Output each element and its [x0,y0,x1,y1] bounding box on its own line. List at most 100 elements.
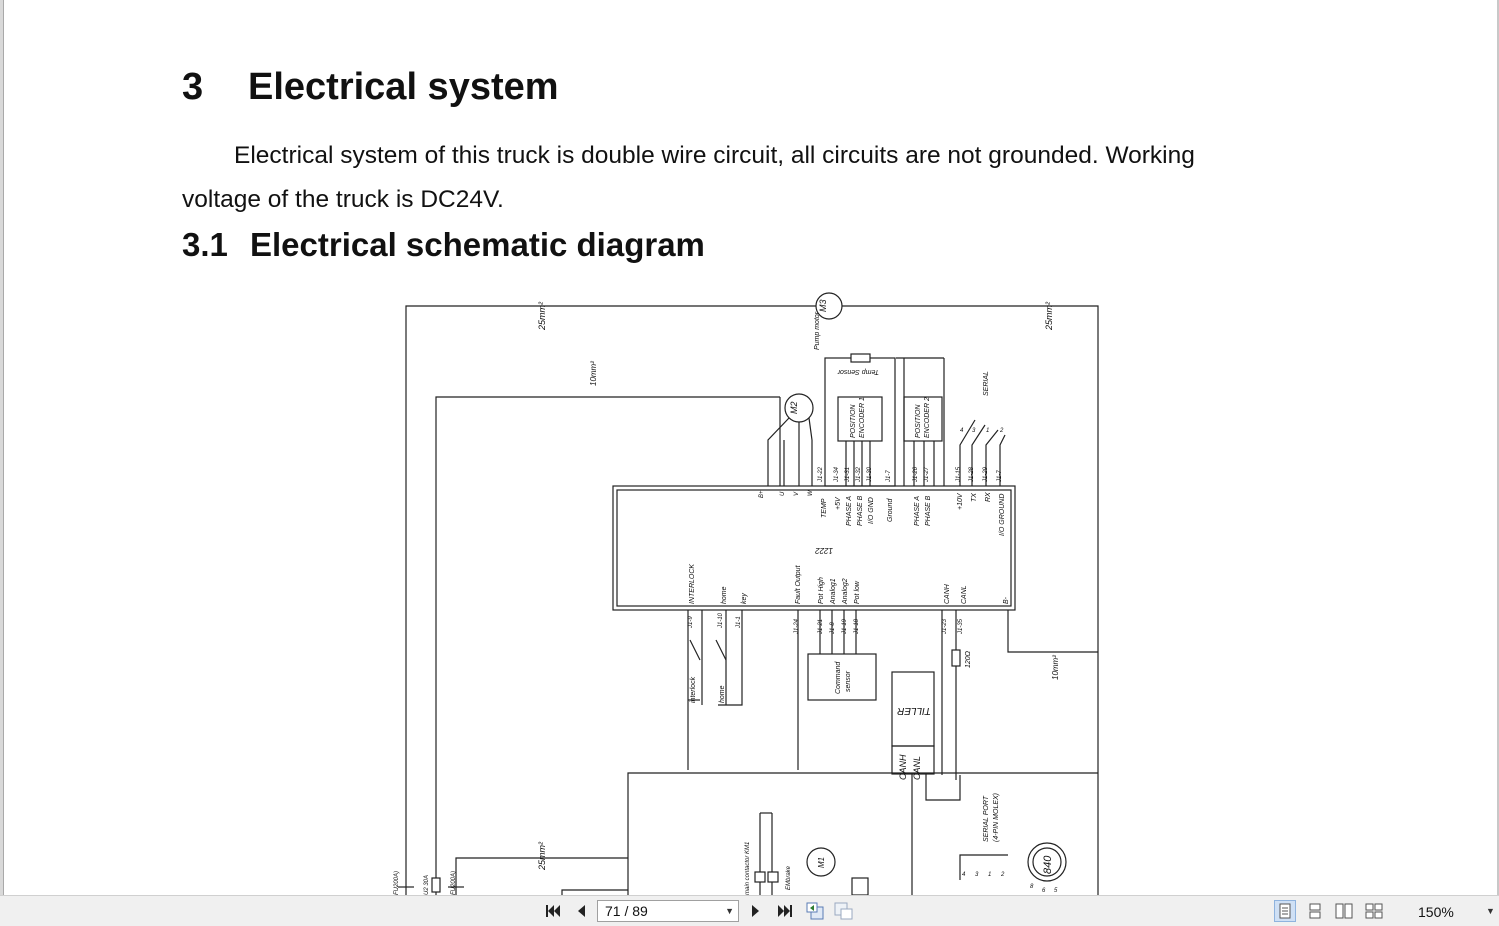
electrical-schematic: 25mm² 25mm² 10mm² 10mm² 25mm² M3 Pump mo… [394,292,1099,895]
serial-wire [971,424,986,486]
viewer-left-border [0,0,4,895]
bottom-pin: J1-9 [688,616,694,629]
encoder1-box [837,396,883,442]
top-pin: J1-15 [956,466,962,483]
continuous-facing-view-button[interactable] [1363,900,1385,922]
top-pin: J1-7 [886,470,892,483]
controller-signal-labels: TEMP +5V PHASE A PHASE B I/O GND Ground … [689,492,1010,605]
serial-port-pin: 1 [988,872,991,878]
bottom-pin: J1-35 [958,618,964,635]
bottom-pin: J1-24 [794,618,800,635]
page-number-text: 71 / 89 [605,903,648,919]
next-page-icon [752,905,759,917]
signal-label: PHASE B [925,495,932,526]
signal-label: CANL [961,585,968,604]
top-pin: J1-22 [818,466,824,483]
top-pin: W [808,489,814,496]
command-sensor-box [807,653,877,701]
signal-label: PHASE A [914,496,921,526]
signal-label: Ground [887,498,894,522]
label-tiller-canh: CANH [898,754,908,780]
bus-line [627,772,1098,895]
label-tiller-canl: CANL [912,756,922,780]
signal-label: B- [1003,596,1010,604]
signal-label: RX [985,492,992,502]
chevron-down-icon[interactable]: ▼ [725,906,734,916]
facing-view-button[interactable] [1333,900,1355,922]
m2-wire-w [808,417,813,486]
zoom-dropdown-icon[interactable]: ▼ [1486,906,1495,916]
last-page-button[interactable] [774,900,796,922]
bottom-pin: J1-10 [718,612,724,629]
go-back-view-button[interactable] [804,900,828,922]
label-m2: M2 [789,401,799,414]
signal-label: TX [971,493,978,502]
label-serial-port-2: (4-PIN MOLEX) [993,793,1000,842]
zoom-level[interactable]: 150% [1418,904,1454,920]
m2-wire-u [767,417,790,486]
two-page-continuous-icon [1365,903,1383,919]
go-forward-view-button[interactable] [832,900,856,922]
signal-label: I/O GROUND [999,494,1006,536]
label-pump-motor: Pump motor [814,311,821,350]
temp-sensor-element [850,353,871,363]
label-encoder1-line2: ENCODER 1 [859,397,866,438]
embrake-coil [851,877,869,895]
first-page-button[interactable] [542,900,564,922]
next-page-button[interactable] [748,900,764,922]
signal-label: TEMP [821,498,828,518]
signal-label: key [741,593,748,604]
label-wire-25-bottom: 25mm² [537,841,547,871]
signal-label: PHASE A [846,496,853,526]
signal-label: Pot low [854,580,861,604]
serial-pin: 2 [999,428,1004,434]
section-heading: 3.1 Electrical schematic diagram [182,226,705,264]
serial-port-pin: 2 [1000,872,1005,878]
meter-pin: 8 [1030,884,1034,890]
signal-label: I/O GND [868,497,875,524]
contactor-coil [767,871,779,883]
wire-10mm-right [1007,610,1098,653]
switch-home-blade [715,639,727,661]
label-fuse1: FU200A) [394,871,400,895]
label-fuse3: FU200A) [451,871,457,895]
single-page-view-button[interactable] [1274,900,1296,922]
resistor-120 [951,649,961,667]
bottom-pin: J1-8 [830,622,836,635]
contactor-coil [754,871,766,883]
serial-wire [959,419,976,486]
next-view-icon [834,902,853,920]
body-paragraph: Electrical system of this truck is doubl… [182,142,1195,213]
serial-wire [999,434,1006,486]
section-title: Electrical schematic diagram [250,226,705,263]
signal-label: Analog1 [830,578,837,605]
label-temp-sensor: Temp Sensor [837,368,879,375]
label-serial: SERIAL [983,371,990,396]
page-number-field[interactable]: 71 / 89 ▼ [597,900,739,922]
top-pin: J1-30 [867,466,873,483]
label-wire-25-right: 25mm² [1044,301,1054,331]
controller-box [612,485,1016,611]
serial-pin: 4 [960,428,964,434]
viewer-scrollbar-track[interactable] [1497,0,1499,895]
chapter-heading: 3 Electrical system [182,66,559,109]
viewer-toolbar: 71 / 89 ▼ 150% ▼ [0,895,1499,926]
signal-label: +5V [835,496,842,510]
signal-label: Analog2 [842,578,849,605]
top-pin: J1-7 [997,470,1003,483]
top-pin: J1-27 [924,466,930,483]
label-command-line1: Command [835,661,842,694]
bottom-pin-labels: J1-9 J1-10 J1-1 J1-24 J1-21 J1-8 J1-19 J… [688,612,964,635]
wire-lower-2 [561,889,628,895]
motor-m1 [806,847,836,877]
signal-label: Fault Output [795,564,802,604]
section-number: 3.1 [182,226,228,263]
previous-page-button[interactable] [572,900,590,922]
chapter-title: Electrical system [248,66,559,108]
label-encoder2-line2: ENCODER 2 [924,397,931,438]
label-interlock-switch: interlock [690,676,697,703]
bottom-pin: J1-21 [818,619,824,635]
label-home-switch: home [719,685,726,703]
continuous-view-button[interactable] [1304,900,1326,922]
chapter-number: 3 [182,66,204,108]
